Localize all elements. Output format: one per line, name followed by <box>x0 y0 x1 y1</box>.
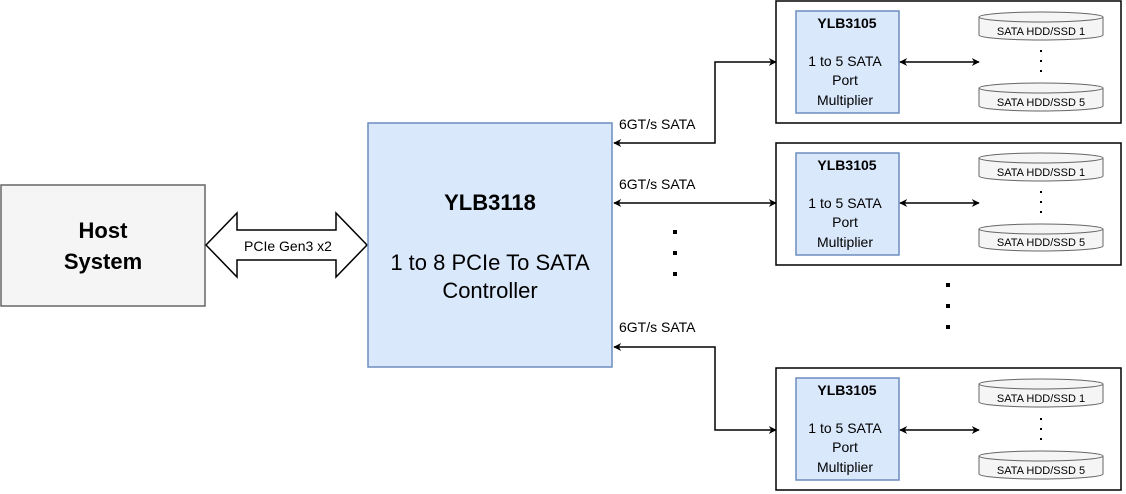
multiplier-name: YLB3105 <box>817 157 876 173</box>
sata-link-label: 6GT/s SATA <box>619 176 696 192</box>
multiplier-line1: 1 to 5 SATA <box>808 420 882 436</box>
multiplier-line1: 1 to 5 SATA <box>808 53 882 69</box>
host-label-line2: System <box>64 249 142 274</box>
sata-link-bottom: 6GT/s SATA <box>613 319 777 434</box>
sata-link-label: 6GT/s SATA <box>619 116 696 132</box>
disk-ellipsis <box>1040 50 1042 72</box>
multiplier-line2: Port <box>832 439 858 455</box>
multiplier-group-2: YLB3105 1 to 5 SATA Port Multiplier SATA… <box>775 142 1122 266</box>
sata-link-top: 6GT/s SATA <box>613 58 777 147</box>
multiplier-line3: Multiplier <box>817 459 873 475</box>
disk-first: SATA HDD/SSD 1 <box>978 378 1104 408</box>
group-ellipsis <box>946 283 950 329</box>
multiplier-block <box>795 377 900 481</box>
disk-last: SATA HDD/SSD 5 <box>978 82 1104 112</box>
disk-last-label: SATA HDD/SSD 5 <box>997 465 1085 477</box>
link-ellipsis <box>673 230 677 276</box>
controller-name: YLB3118 <box>444 190 536 215</box>
controller-line2: Controller <box>442 278 537 303</box>
multiplier-line2: Port <box>832 214 858 230</box>
disk-first-label: SATA HDD/SSD 1 <box>997 167 1085 179</box>
multiplier-line3: Multiplier <box>817 234 873 250</box>
multiplier-line3: Multiplier <box>817 92 873 108</box>
multiplier-line1: 1 to 5 SATA <box>808 195 882 211</box>
disk-last-label: SATA HDD/SSD 5 <box>997 237 1085 249</box>
controller-block: YLB3118 1 to 8 PCIe To SATA Controller <box>367 122 613 368</box>
pcie-link-label: PCIe Gen3 x2 <box>244 238 332 254</box>
disk-last: SATA HDD/SSD 5 <box>978 223 1104 252</box>
multiplier-name: YLB3105 <box>817 382 876 398</box>
multiplier-block <box>795 10 900 114</box>
disk-first: SATA HDD/SSD 1 <box>978 152 1104 182</box>
multiplier-line2: Port <box>832 72 858 88</box>
multiplier-name: YLB3105 <box>817 15 876 31</box>
disk-first-label: SATA HDD/SSD 1 <box>997 26 1085 38</box>
disk-ellipsis <box>1040 191 1042 213</box>
sata-link-middle: 6GT/s SATA <box>613 176 777 207</box>
pcie-link: PCIe Gen3 x2 <box>204 211 369 279</box>
host-label-line1: Host <box>79 218 129 243</box>
disk-first-label: SATA HDD/SSD 1 <box>997 393 1085 405</box>
disk-first: SATA HDD/SSD 1 <box>978 11 1104 41</box>
multiplier-block <box>795 152 900 256</box>
disk-last: SATA HDD/SSD 5 <box>978 450 1104 480</box>
disk-ellipsis <box>1040 418 1042 440</box>
multiplier-group-3: YLB3105 1 to 5 SATA Port Multiplier SATA… <box>775 367 1122 491</box>
disk-last-label: SATA HDD/SSD 5 <box>997 97 1085 109</box>
sata-link-label: 6GT/s SATA <box>619 319 696 335</box>
multiplier-group-1: YLB3105 1 to 5 SATA Port Multiplier SATA… <box>775 0 1122 124</box>
host-system-block: Host System <box>0 184 206 307</box>
controller-line1: 1 to 8 PCIe To SATA <box>390 250 590 275</box>
